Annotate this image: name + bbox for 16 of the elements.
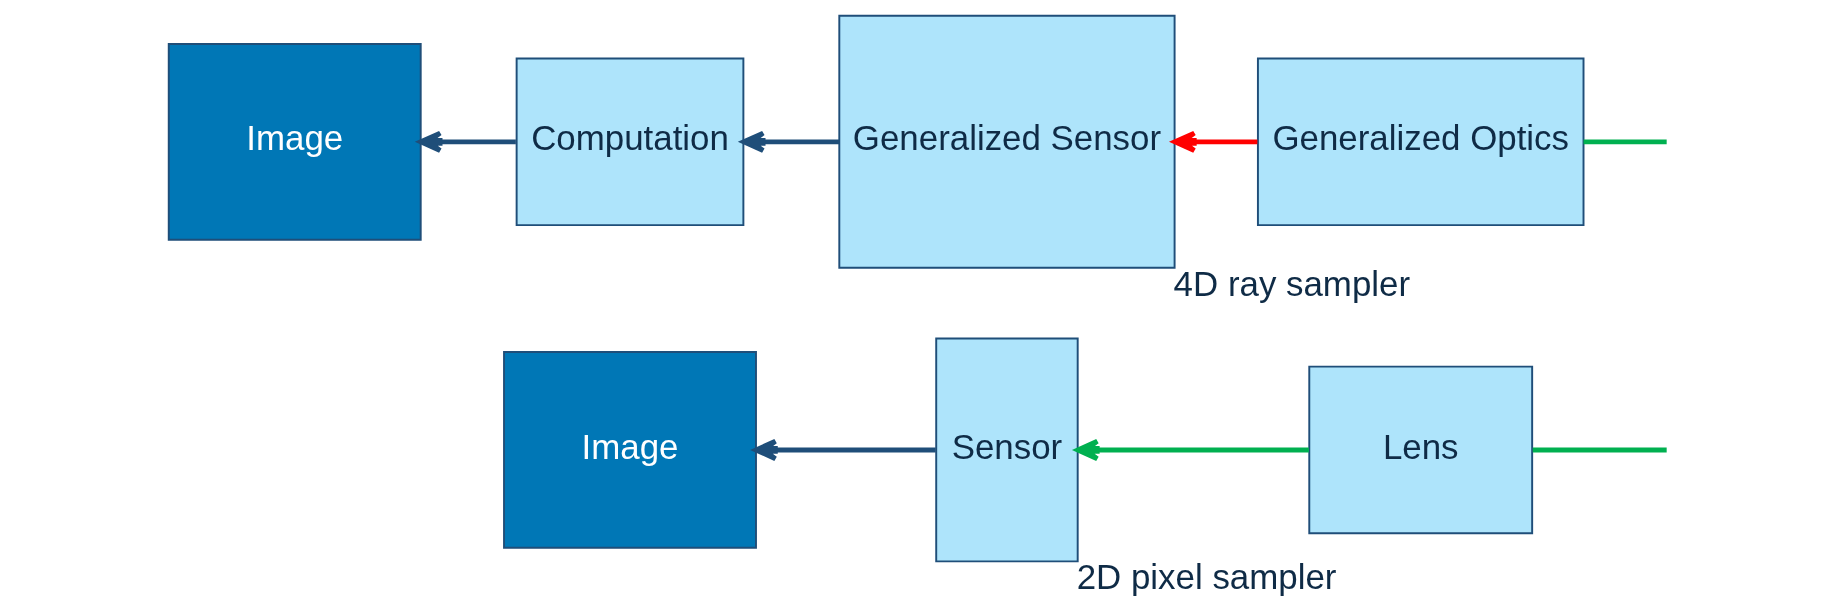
connector [1532,447,1667,453]
node-label: 2D pixel sampler [1076,557,1336,597]
node-label: 4D ray sampler [1173,263,1410,303]
node-box: Image [167,42,422,241]
node-box: Computation [515,57,744,227]
node-box: Lens [1307,365,1533,535]
arrow [740,130,839,153]
arrow [417,130,516,153]
arrow [753,438,936,462]
node-box: Sensor [934,337,1079,563]
arrow [1171,130,1257,153]
connector [1583,139,1667,145]
node-box: Image [502,351,757,549]
arrow [1074,438,1309,462]
node-box: Generalized Optics [1256,57,1584,227]
node-box: Generalized Sensor [837,14,1176,269]
